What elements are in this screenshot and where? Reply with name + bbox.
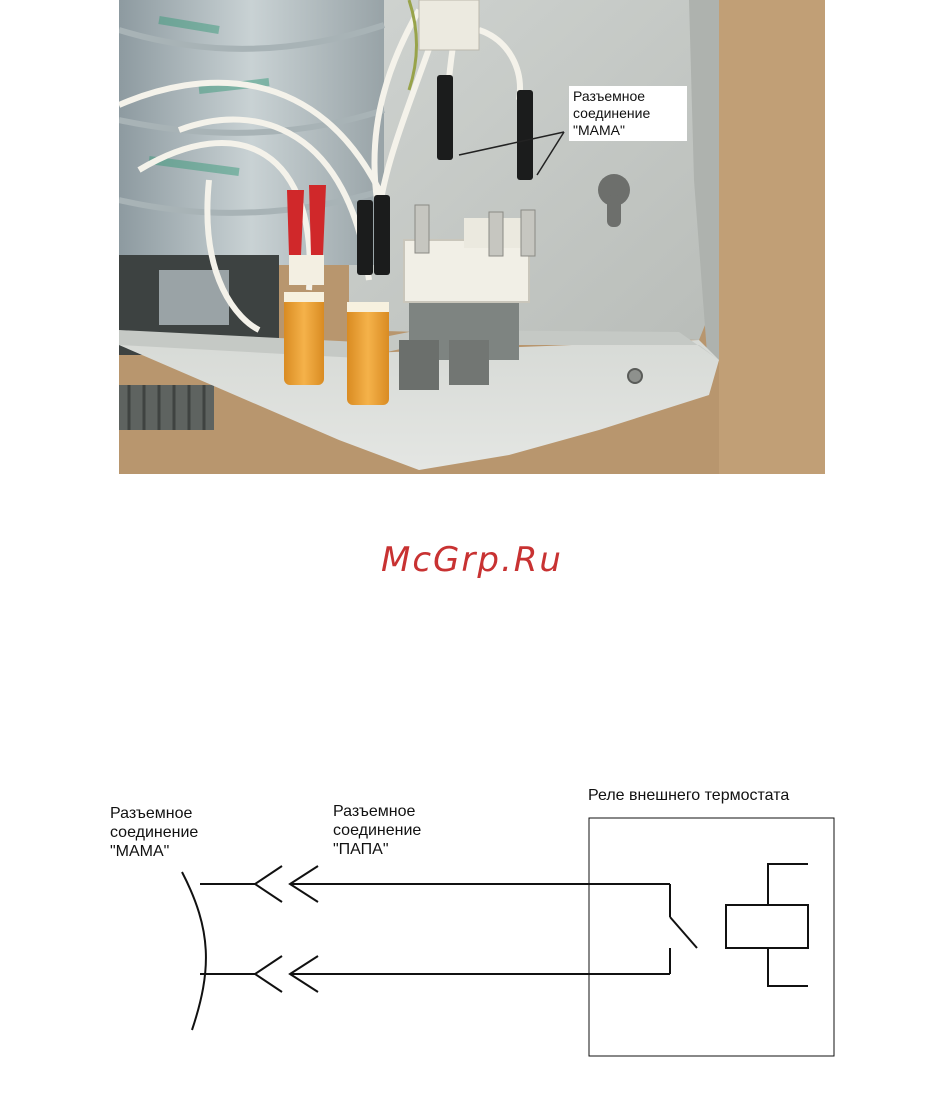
terminal [415, 205, 429, 253]
diagram-lines [0, 760, 944, 1120]
relay-switch-blade [670, 917, 697, 948]
relay-box [589, 818, 834, 1056]
coil-lead-top [768, 864, 808, 905]
watermark: McGrp.Ru [0, 540, 944, 580]
screw-icon [628, 369, 642, 383]
photo-connector-label: Разъемное соединение "МАМА" [569, 86, 687, 141]
grommet [419, 0, 479, 50]
boiler-wiring-photo: Разъемное соединение "МАМА" [119, 0, 825, 474]
cardboard-right [719, 0, 825, 474]
mama-bracket [182, 872, 206, 1030]
indicator-lamp-left [284, 295, 324, 385]
connector-mama-1 [437, 75, 453, 160]
wiring-diagram: Разъемное соединение "МАМА" Разъемное со… [0, 760, 944, 1120]
connector-mama-2 [517, 90, 533, 180]
photo-illustration [119, 0, 825, 474]
indicator-lamp-right [347, 305, 389, 405]
mama-fork-1 [255, 866, 282, 902]
relay-coil [726, 905, 808, 948]
coil-lead-bottom [768, 948, 808, 986]
threaded-pipe [119, 385, 214, 430]
mama-fork-2 [255, 956, 282, 992]
